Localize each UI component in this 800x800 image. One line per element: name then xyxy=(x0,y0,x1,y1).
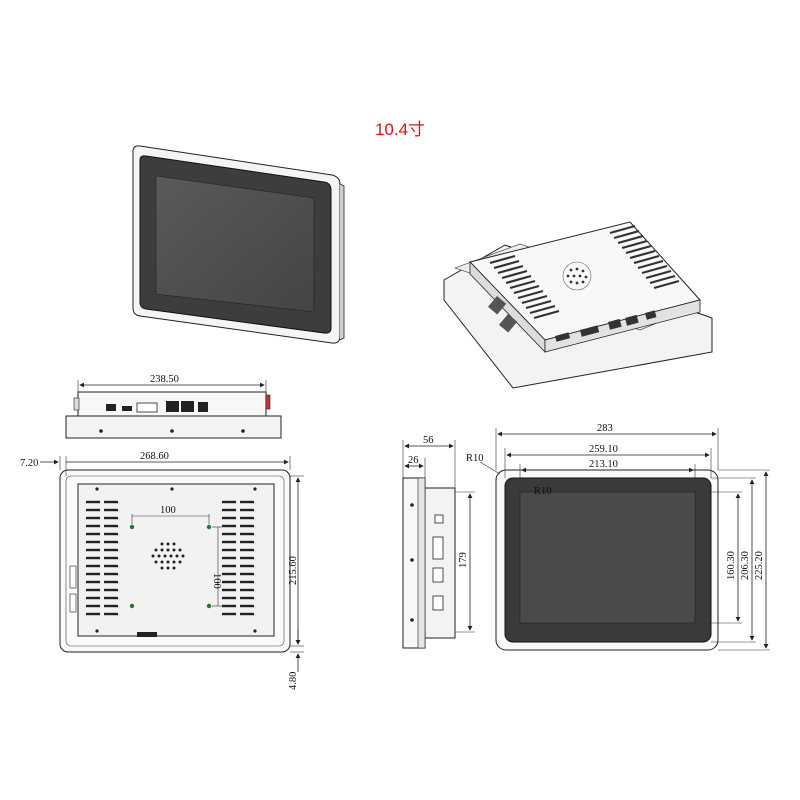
dim-front-width: 283 xyxy=(597,423,613,434)
dim-side-mount-height: 179 xyxy=(458,552,469,568)
dim-side-top-width: 238.50 xyxy=(150,374,179,385)
dim-front-inner-height: 206.30 xyxy=(740,551,751,580)
dim-back-width: 268.60 xyxy=(140,451,169,462)
dim-front-radius-outer: R10 xyxy=(466,453,484,464)
dim-front-height: 225.20 xyxy=(754,551,765,580)
dim-side-depth-inner: 26 xyxy=(408,455,419,466)
front-perspective-view xyxy=(132,145,345,344)
drawing-title: 10.4寸 xyxy=(374,120,426,139)
back-view xyxy=(40,456,304,672)
dim-front-radius-inner: R10 xyxy=(534,486,552,497)
dim-front-screen-width: 213.10 xyxy=(589,459,618,470)
side-profile-view xyxy=(402,440,475,649)
dim-back-bottom-offset: 4.80 xyxy=(288,672,299,690)
dim-back-left-offset: 7.20 xyxy=(20,458,38,469)
side-top-view xyxy=(65,380,282,439)
dim-back-hole-v: 100 xyxy=(211,573,222,589)
dim-back-hole-h: 100 xyxy=(160,505,176,516)
dim-front-screen-height: 160.30 xyxy=(726,551,737,580)
front-view xyxy=(479,428,770,651)
dim-back-height: 215.60 xyxy=(288,556,299,585)
dim-front-inner-width: 259.10 xyxy=(589,444,618,455)
rear-perspective-view xyxy=(443,221,713,389)
dim-side-depth: 56 xyxy=(423,435,434,446)
